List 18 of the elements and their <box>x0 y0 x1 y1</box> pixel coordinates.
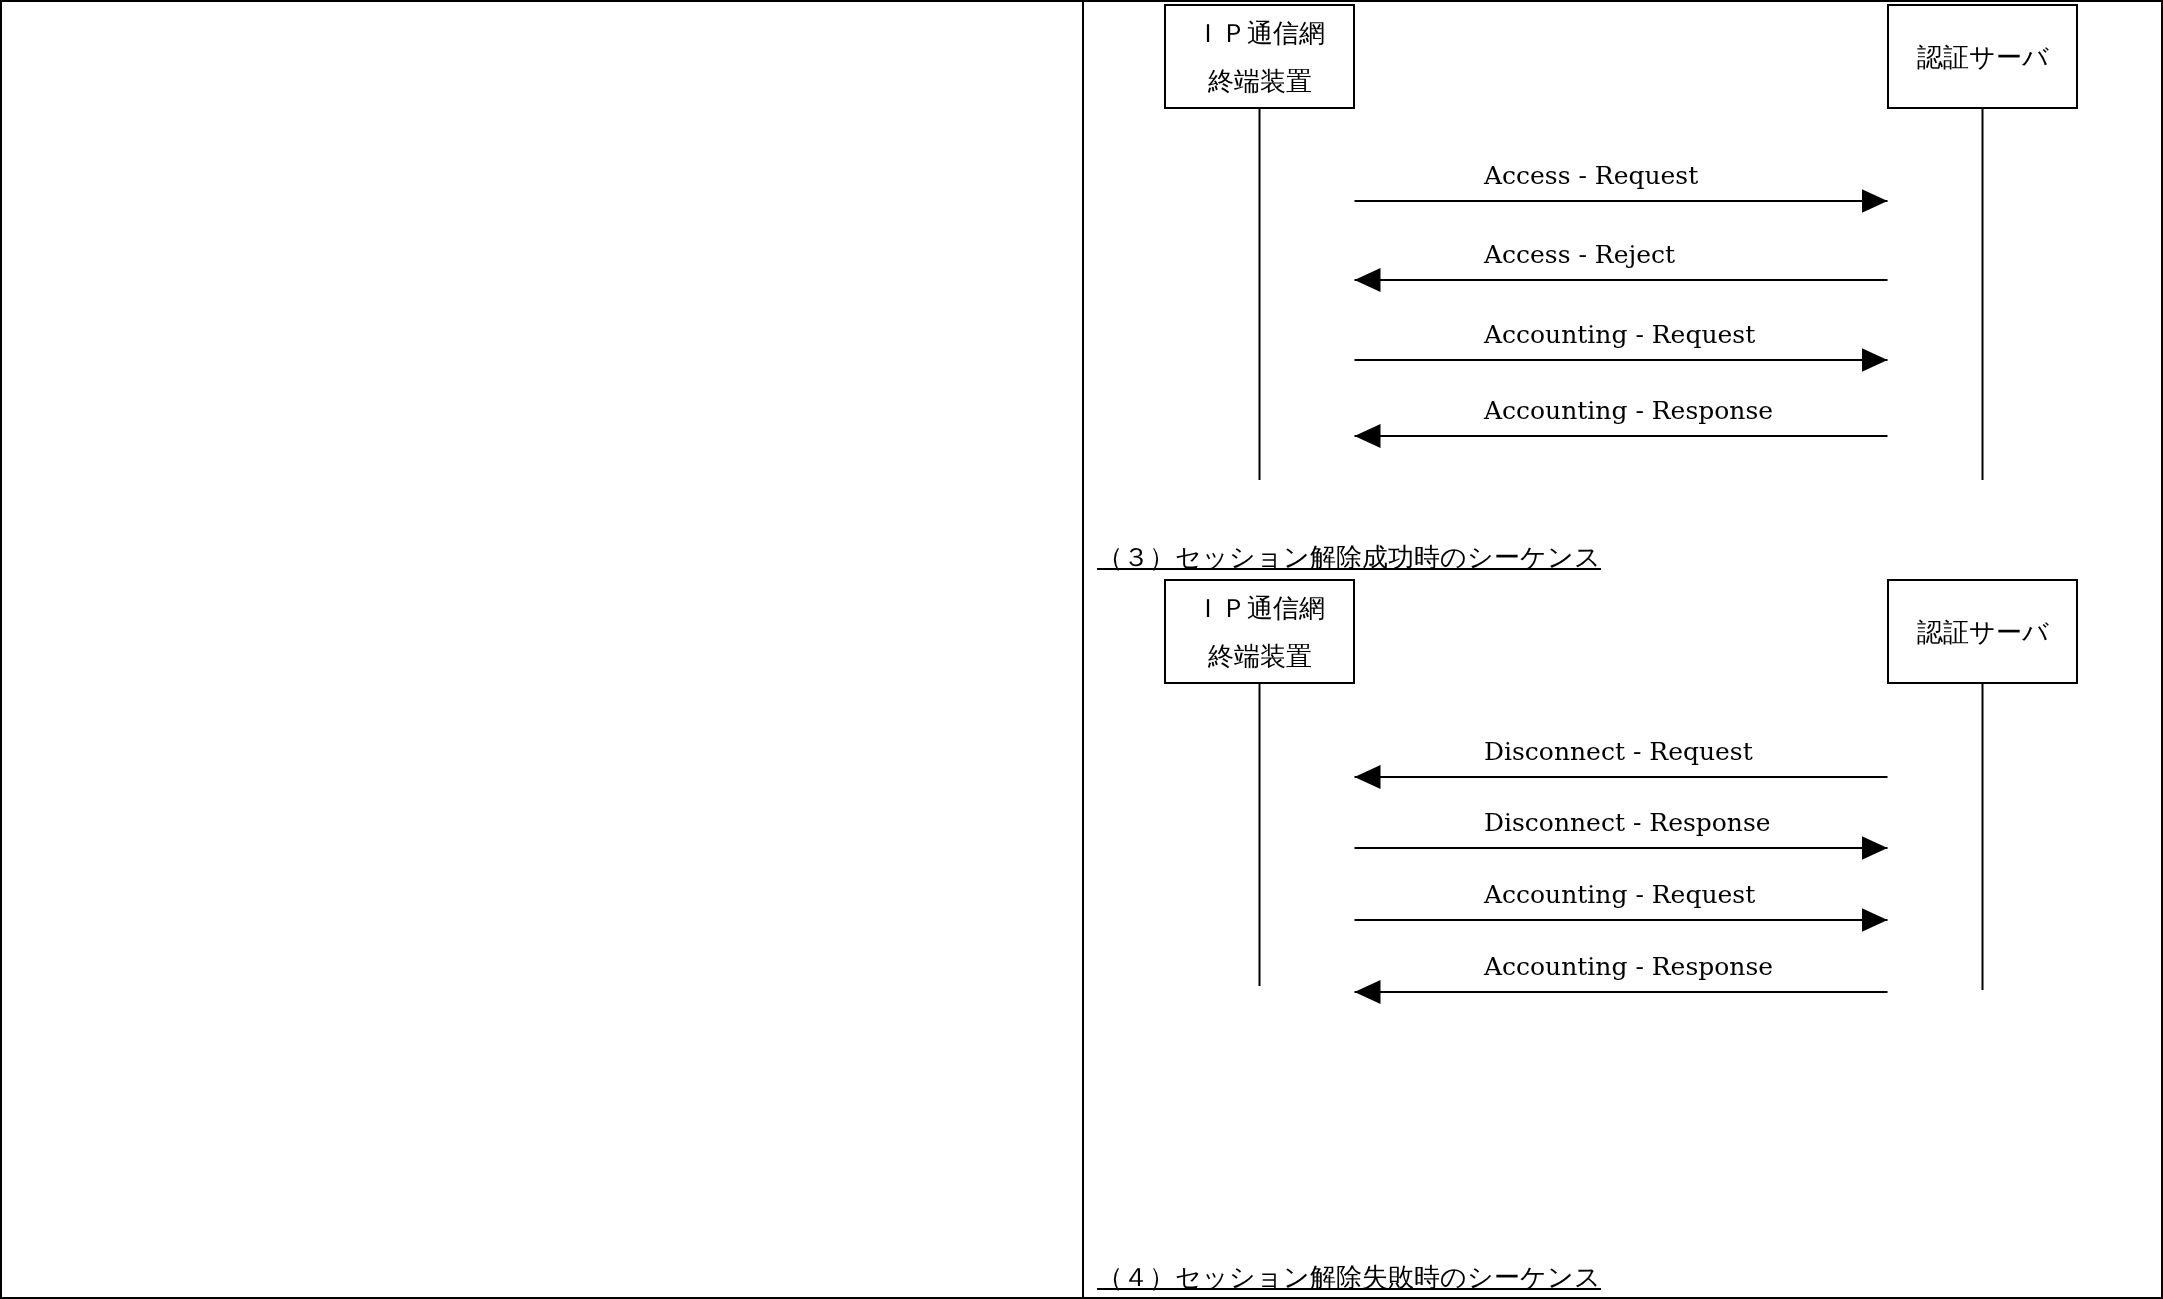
message-arrow <box>1353 424 1889 448</box>
message-arrow <box>1353 980 1889 1004</box>
message-arrow <box>1353 348 1889 372</box>
section-heading: （４）セッション解除失敗時のシーケンス <box>1097 1261 1601 1294</box>
message-arrow <box>1353 908 1889 932</box>
participant-box: ＩＰ通信網終端装置 <box>1164 4 1355 109</box>
participant-lifeline <box>1887 579 2078 990</box>
participant-box: 認証サーバ <box>1887 4 2078 109</box>
message-arrow <box>1353 268 1889 292</box>
participant-lifeline <box>1887 4 2078 480</box>
section-heading: （３）セッション解除成功時のシーケンス <box>1097 541 1601 574</box>
message-arrow <box>1353 765 1889 789</box>
message-arrow <box>1353 189 1889 213</box>
participant-box: 認証サーバ <box>1887 579 2078 684</box>
participant-lifeline <box>1164 579 1355 986</box>
participant-box: ＩＰ通信網終端装置 <box>1164 579 1355 684</box>
message-arrow <box>1353 836 1889 860</box>
participant-lifeline <box>1164 4 1355 480</box>
